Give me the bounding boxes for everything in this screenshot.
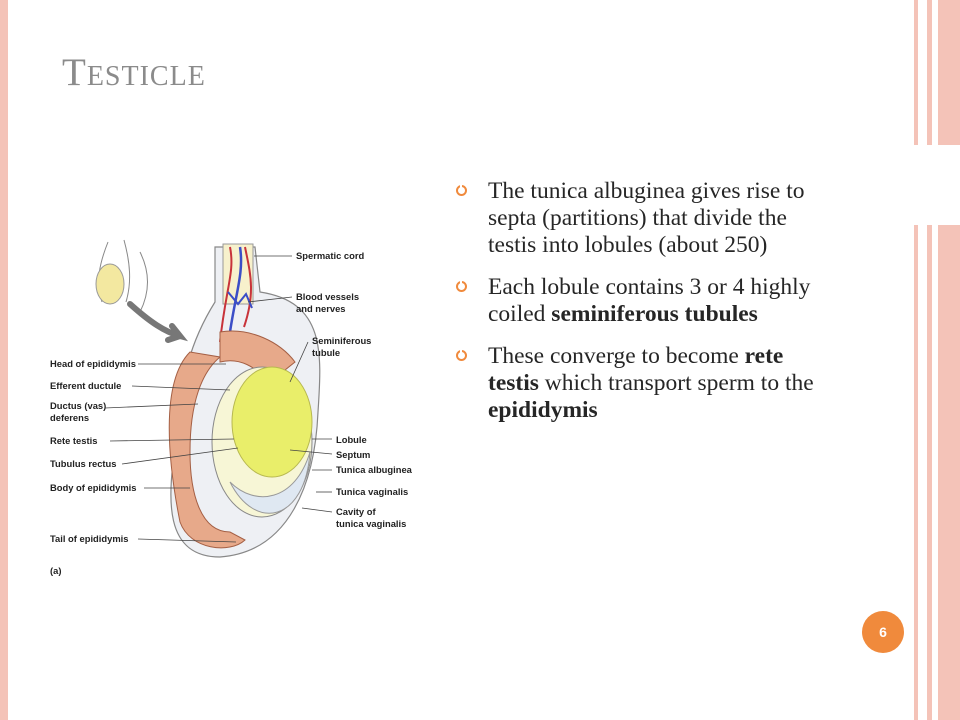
inset-sketch [95, 239, 148, 313]
label-tunica-vaginalis-cavity: tunica vaginalis [336, 518, 406, 529]
label-efferent-ductule: Efferent ductule [50, 380, 121, 391]
label-spermatic-cord: Spermatic cord [296, 250, 365, 261]
label-septum: Septum [336, 449, 370, 460]
bullet-2: Each lobule contains 3 or 4 highly coile… [456, 274, 826, 328]
testis-diagram: Head of epididymis Efferent ductule Duct… [40, 232, 440, 582]
bullet-1: The tunica albuginea gives rise to septa… [456, 178, 826, 259]
label-ductus-deferens-2: deferens [50, 412, 89, 423]
bullet-list: The tunica albuginea gives rise to septa… [456, 178, 826, 439]
label-tunica-albuginea: Tunica albuginea [336, 464, 413, 475]
label-blood-vessels: Blood vessels [296, 291, 359, 302]
label-lobule: Lobule [336, 434, 367, 445]
bullet-icon [456, 348, 467, 361]
left-border [0, 0, 8, 720]
right-decoration [914, 0, 960, 720]
arrow-icon [127, 301, 189, 343]
label-panel-a: (a) [50, 565, 61, 576]
label-ductus-deferens: Ductus (vas) [50, 400, 106, 411]
page-number-badge: 6 [862, 611, 904, 653]
label-and-nerves: and nerves [296, 303, 346, 314]
label-head-of-epididymis: Head of epididymis [50, 358, 136, 369]
label-tunica-vaginalis: Tunica vaginalis [336, 486, 408, 497]
bullet-icon [456, 183, 467, 196]
label-tail-of-epididymis: Tail of epididymis [50, 533, 128, 544]
bullet-icon [456, 279, 467, 292]
label-body-of-epididymis: Body of epididymis [50, 482, 136, 493]
slide-title: TESTICLE [62, 51, 206, 94]
label-tubule: tubule [312, 347, 340, 358]
label-tubulus-rectus: Tubulus rectus [50, 458, 117, 469]
label-cavity-of: Cavity of [336, 506, 376, 517]
bullet-3: These converge to become rete testis whi… [456, 343, 826, 424]
label-rete-testis: Rete testis [50, 435, 97, 446]
label-seminiferous: Seminiferous [312, 335, 371, 346]
